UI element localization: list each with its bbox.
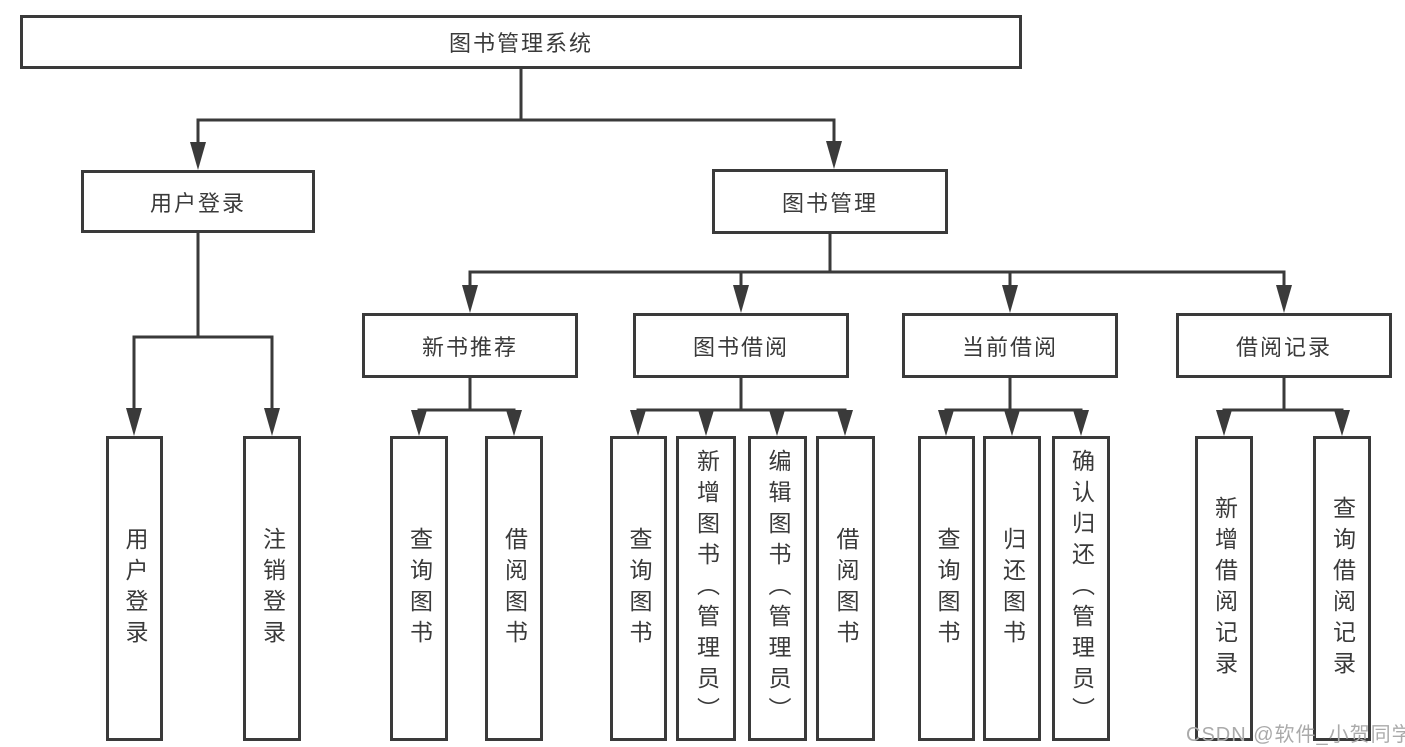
leaf-logout-label: 注销登录	[259, 526, 286, 651]
leaf-query-books-borrow-label: 查询图书	[626, 526, 652, 651]
node-library-system: 图书管理系统	[20, 15, 1022, 69]
leaf-borrow-books: 借阅图书	[816, 436, 875, 741]
node-current-borrow: 当前借阅	[902, 313, 1118, 378]
leaf-borrow-books-recommend: 借阅图书	[485, 436, 543, 741]
leaf-return-books-label: 归还图书	[999, 526, 1026, 651]
node-user-login: 用户登录	[81, 170, 315, 233]
leaf-add-books-admin-label: 新增图书（管理员）	[693, 449, 720, 728]
leaf-query-books-recommend-label: 查询图书	[406, 526, 433, 651]
node-book-management: 图书管理	[712, 169, 948, 234]
leaf-query-books-borrow: 查询图书	[610, 436, 667, 741]
node-borrow-records: 借阅记录	[1176, 313, 1392, 378]
leaf-query-borrow-record: 查询借阅记录	[1313, 436, 1371, 741]
leaf-query-books-recommend: 查询图书	[390, 436, 448, 741]
leaf-confirm-return-admin-label: 确认归还（管理员）	[1068, 449, 1095, 728]
csdn-watermark: CSDN @软件_小贺同学	[1186, 724, 1405, 746]
node-book-borrow: 图书借阅	[633, 313, 849, 378]
leaf-borrow-books-recommend-label: 借阅图书	[501, 526, 528, 651]
leaf-query-books-current-label: 查询图书	[934, 526, 960, 651]
leaf-edit-books-admin-label: 编辑图书（管理员）	[765, 449, 791, 728]
leaf-borrow-books-label: 借阅图书	[833, 526, 859, 651]
leaf-add-borrow-record-label: 新增借阅记录	[1211, 495, 1238, 682]
leaf-return-books: 归还图书	[983, 436, 1041, 741]
leaf-query-borrow-record-label: 查询借阅记录	[1329, 495, 1356, 682]
leaf-add-borrow-record: 新增借阅记录	[1195, 436, 1253, 741]
leaf-logout: 注销登录	[243, 436, 301, 741]
leaf-confirm-return-admin: 确认归还（管理员）	[1052, 436, 1110, 741]
leaf-user-login: 用户登录	[106, 436, 163, 741]
leaf-edit-books-admin: 编辑图书（管理员）	[748, 436, 807, 741]
leaf-add-books-admin: 新增图书（管理员）	[676, 436, 736, 741]
leaf-user-login-label: 用户登录	[122, 526, 148, 651]
node-new-book-recommend: 新书推荐	[362, 313, 578, 378]
leaf-query-books-current: 查询图书	[918, 436, 975, 741]
arrowheads	[126, 141, 1350, 436]
